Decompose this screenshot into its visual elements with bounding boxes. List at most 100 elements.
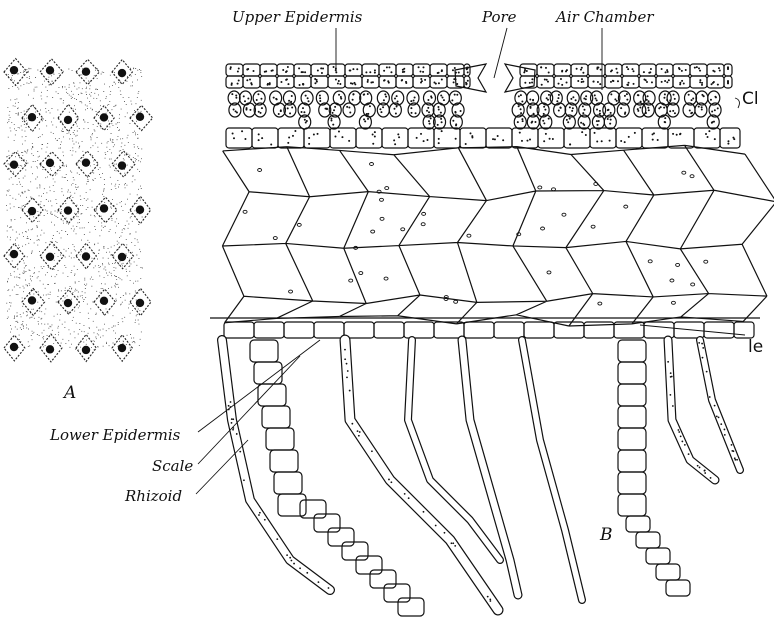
chloroplast — [302, 71, 304, 73]
upper-epidermis-cell — [396, 76, 413, 88]
chloroplast — [454, 94, 456, 96]
chloroplast — [557, 97, 559, 99]
chloroplast — [352, 68, 354, 70]
chamber-floor-layer — [226, 128, 740, 148]
chloroplast — [580, 122, 582, 124]
chloroplast — [247, 68, 249, 70]
chloroplast — [631, 68, 633, 70]
chloroplast — [727, 66, 729, 68]
chloroplast — [349, 111, 351, 113]
chloroplast — [430, 117, 432, 119]
chloroplast — [558, 109, 560, 111]
chloroplast — [302, 107, 304, 109]
chloroplast — [396, 95, 398, 97]
chloroplast — [497, 135, 499, 137]
chloroplast — [597, 124, 599, 126]
rhizoid-content — [408, 497, 410, 499]
chamber-floor-cell — [668, 128, 694, 148]
chloroplast — [624, 141, 626, 143]
cell-nucleus — [359, 272, 363, 275]
chloroplast — [394, 143, 396, 145]
chloroplast — [582, 112, 584, 114]
chloroplast — [594, 132, 596, 134]
chloroplast — [645, 112, 647, 114]
chloroplast — [521, 100, 523, 102]
lower-epidermis-cell — [344, 322, 374, 338]
cell-nucleus — [273, 237, 277, 240]
rhizoid-content — [678, 431, 680, 433]
chloroplast — [652, 139, 654, 141]
chloroplast — [607, 118, 609, 120]
chloroplast — [529, 106, 531, 108]
chloroplast — [529, 139, 531, 141]
rhizoid-content — [351, 423, 353, 425]
chloroplast — [660, 106, 662, 108]
upper-epidermis-cell — [294, 76, 311, 88]
rhizoid-content — [697, 465, 699, 467]
rhizoid-content — [733, 450, 735, 452]
chloroplast — [352, 93, 354, 95]
chloroplast — [707, 136, 709, 138]
chloroplast — [595, 98, 597, 100]
chloroplast — [420, 78, 422, 80]
chloroplast — [674, 98, 676, 100]
cell-nucleus — [118, 69, 126, 77]
scale-cell — [258, 384, 286, 406]
chloroplast — [646, 81, 648, 83]
cell-nucleus — [371, 230, 375, 233]
upper-epidermis-cell — [571, 64, 588, 76]
chloroplast — [626, 66, 628, 68]
rhizoid-content — [677, 429, 679, 431]
cell-walls — [4, 59, 153, 362]
chloroplast — [572, 96, 574, 98]
chloroplast — [330, 120, 332, 122]
chamber-floor-cell — [642, 128, 668, 148]
chloroplast — [647, 95, 649, 97]
chloroplast — [664, 93, 666, 95]
chloroplast — [614, 98, 616, 100]
cell-nucleus — [82, 346, 90, 354]
cell-nucleus — [598, 302, 602, 305]
chloroplast — [413, 100, 415, 102]
cell-nucleus — [691, 283, 695, 286]
chloroplast — [592, 81, 594, 83]
chloroplast — [664, 80, 666, 82]
chloroplast — [676, 134, 678, 136]
chloroplast — [727, 143, 729, 145]
chloroplast — [469, 132, 471, 134]
cell-nucleus — [541, 227, 545, 230]
chloroplast — [403, 68, 405, 70]
chloroplast — [577, 80, 579, 82]
rhizoid-content — [230, 401, 232, 403]
rhizoid-content — [347, 370, 349, 372]
chloroplast — [405, 82, 407, 84]
chloroplast — [543, 122, 545, 124]
chloroplast — [426, 139, 428, 141]
chloroplast — [647, 107, 649, 109]
lower-epidermis-cell — [284, 322, 314, 338]
chloroplast — [576, 68, 578, 70]
chloroplast — [543, 106, 545, 108]
rhizoid-content — [276, 538, 278, 540]
chloroplast — [247, 97, 249, 99]
chloroplast — [615, 68, 617, 70]
chloroplast — [699, 81, 701, 83]
scale-cell — [384, 584, 410, 602]
cell-nucleus — [676, 263, 680, 266]
chloroplast — [244, 100, 246, 102]
cell-nucleus — [46, 66, 54, 74]
scale-cell — [278, 494, 306, 516]
chloroplast — [558, 94, 560, 96]
cell-nucleus — [136, 113, 144, 121]
chloroplast — [547, 99, 549, 101]
chloroplast — [581, 81, 583, 83]
chloroplast — [428, 120, 430, 122]
chloroplast — [363, 118, 365, 120]
cell-nucleus — [46, 345, 54, 353]
rhizoid-content — [454, 545, 456, 547]
cell-nucleus — [46, 253, 54, 261]
chloroplast — [643, 71, 645, 73]
chloroplast — [585, 95, 587, 97]
lower-epidermis-cell — [404, 322, 434, 338]
chloroplast — [585, 98, 587, 100]
